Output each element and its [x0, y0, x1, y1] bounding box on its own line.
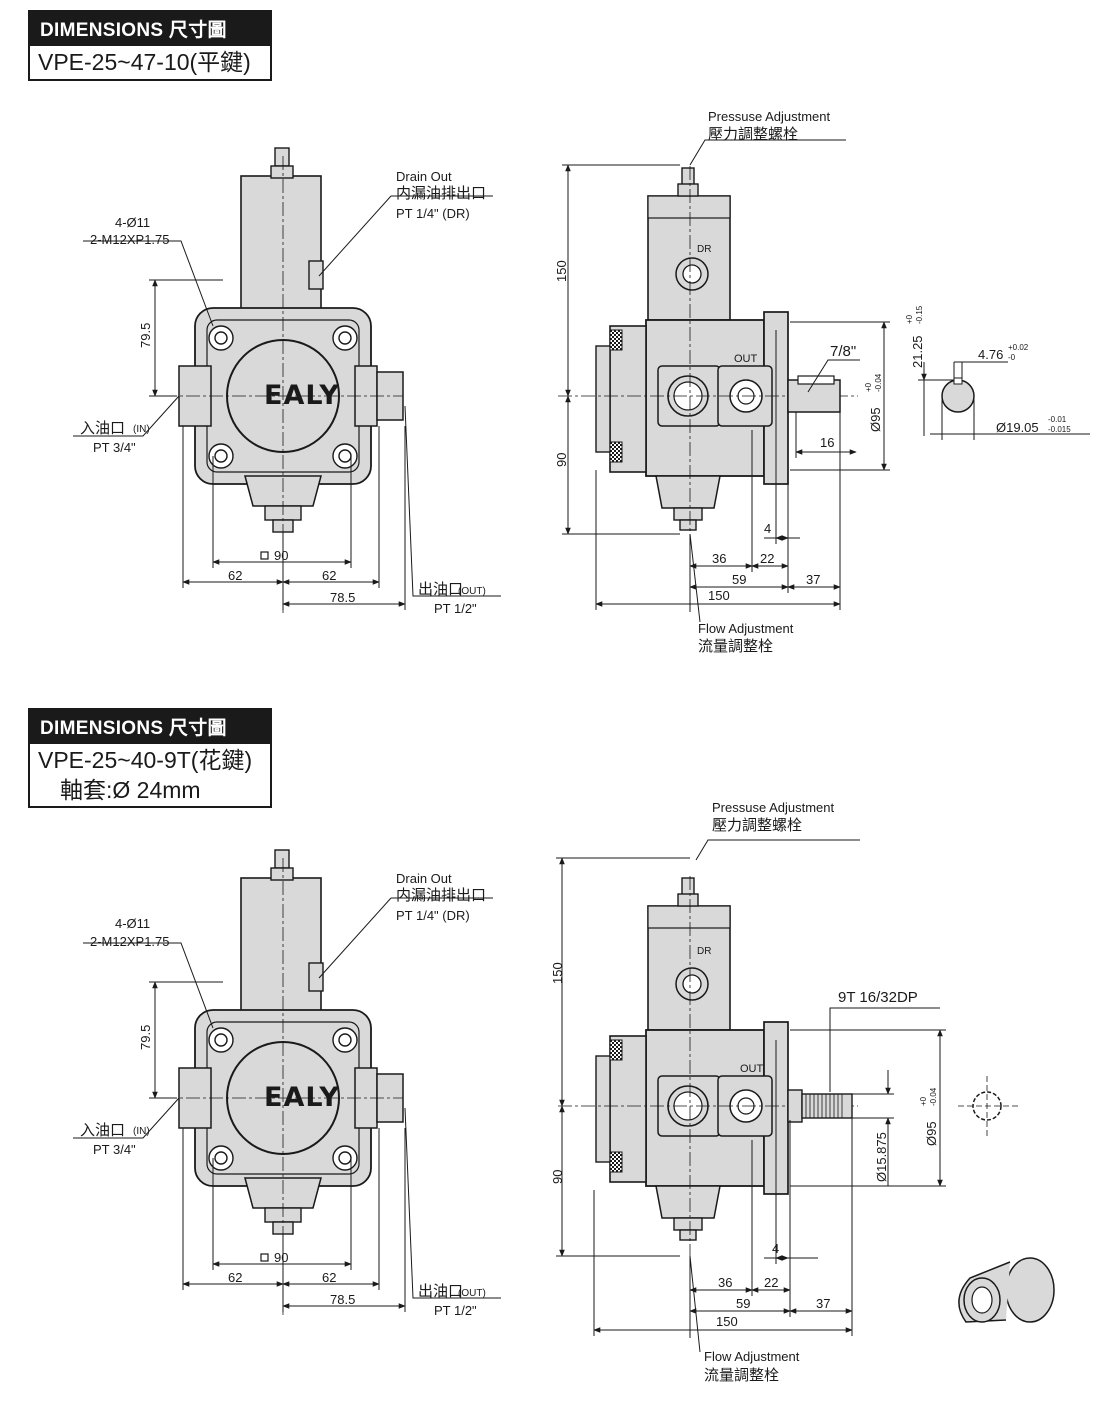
model-title: VPE-25~40-9T(花鍵): [38, 747, 253, 773]
dim-62-right: 62: [322, 1270, 336, 1285]
outlet-code: (OUT): [458, 1288, 486, 1299]
model-title: VPE-25~47-10(平鍵): [38, 49, 251, 75]
mount-thread: 2-M12XP1.75: [90, 934, 170, 949]
drain-label: Drain Out: [396, 169, 452, 184]
dim-phi95: Ø95: [924, 1121, 939, 1146]
dim-16: 16: [820, 435, 834, 450]
drain-thread: PT 1/4" (DR): [396, 206, 470, 221]
phi95-tol-dn: -0.04: [874, 373, 883, 392]
dim-78-5: 78.5: [330, 1292, 355, 1307]
key-size: 7/8": [830, 343, 856, 360]
phi95-tol-up: +0: [864, 382, 873, 392]
phi95-tol-dn: -0.04: [929, 1087, 938, 1106]
inlet-thread: PT 3/4": [93, 440, 136, 455]
outlet-label: 出油口: [418, 1283, 463, 1300]
dim-78-5: 78.5: [330, 590, 355, 605]
pressure-label-cn: 壓力調整螺栓: [712, 817, 802, 834]
dim-sq-90: 90: [274, 1250, 288, 1265]
dr-port-label: DR: [697, 946, 711, 957]
pressure-label: Pressuse Adjustment: [712, 800, 835, 815]
pressure-label: Pressuse Adjustment: [708, 109, 831, 124]
key-detail: [918, 361, 1090, 440]
flow-label: Flow Adjustment: [704, 1349, 800, 1364]
header-band: DIMENSIONS 尺寸圖: [30, 710, 270, 744]
square-symbol: [260, 551, 269, 560]
dim-19-05: Ø19.05: [996, 420, 1039, 435]
dim-sq-90: 90: [274, 548, 288, 563]
brand-logo: EALY: [264, 380, 340, 411]
mount-holes: 4-Ø11: [115, 916, 150, 931]
phi95-tol-up: +0: [919, 1096, 928, 1106]
section-2-header: DIMENSIONS 尺寸圖 VPE-25~40-9T(花鍵) 軸套:Ø 24m…: [28, 708, 272, 808]
dim-62-left: 62: [228, 1270, 242, 1285]
pressure-label-cn: 壓力調整螺栓: [708, 126, 798, 143]
spline-spec: 9T 16/32DP: [838, 989, 918, 1006]
side-view-2: [556, 839, 946, 1353]
flow-label-cn: 流量調整栓: [704, 1367, 779, 1384]
dim-21-25: 21.25: [910, 335, 925, 368]
drain-thread: PT 1/4" (DR): [396, 908, 470, 923]
drain-label: Drain Out: [396, 871, 452, 886]
mount-holes: 4-Ø11: [115, 215, 150, 230]
side-view-1: [557, 139, 890, 623]
tol-21-up: +0: [905, 314, 914, 324]
drain-label-cn: 内漏油排出口: [396, 887, 486, 904]
outlet-thread: PT 1/2": [434, 601, 477, 616]
square-symbol: [260, 1253, 269, 1262]
outlet-code: (OUT): [458, 586, 486, 597]
inlet-label: 入油口: [80, 420, 125, 437]
dim-59: 59: [736, 1296, 750, 1311]
drain-label-cn: 内漏油排出口: [396, 185, 486, 202]
dim-36: 36: [712, 551, 726, 566]
mount-thread: 2-M12XP1.75: [90, 232, 170, 247]
header-band: DIMENSIONS 尺寸圖: [30, 12, 270, 46]
flow-label-cn: 流量調整栓: [698, 638, 773, 655]
dim-36: 36: [718, 1275, 732, 1290]
dim-62-right: 62: [322, 568, 336, 583]
section-1-header: DIMENSIONS 尺寸圖 VPE-25~47-10(平鍵): [28, 10, 272, 81]
tol-476-up: +0.02: [1008, 343, 1029, 352]
tol-476-dn: -0: [1008, 353, 1016, 362]
dim-22: 22: [764, 1275, 778, 1290]
brand-logo: EALY: [264, 1082, 340, 1113]
tol-21-dn: -0.15: [915, 305, 924, 324]
dim-4: 4: [772, 1241, 779, 1256]
dim-phi95: Ø95: [868, 407, 883, 432]
dim-150-v: 150: [550, 962, 565, 984]
inlet-code: (IN): [133, 1126, 150, 1137]
inlet-thread: PT 3/4": [93, 1142, 136, 1157]
out-port-label: OUT: [740, 1063, 764, 1075]
dim-62-left: 62: [228, 568, 242, 583]
spline-section-icon: [958, 1076, 1018, 1136]
dim-4: 4: [764, 521, 771, 536]
dim-150-h: 150: [716, 1314, 738, 1329]
inlet-label: 入油口: [80, 1122, 125, 1139]
outlet-label: 出油口: [418, 581, 463, 598]
out-port-label: OUT: [734, 353, 758, 365]
dim-4-76: 4.76: [978, 347, 1003, 362]
dim-150-v: 150: [554, 260, 569, 282]
outlet-thread: PT 1/2": [434, 1303, 477, 1318]
dim-90-v: 90: [554, 453, 569, 467]
dim-phi15: Ø15.875: [874, 1132, 889, 1182]
tol-19-up: -0.01: [1048, 415, 1067, 424]
dim-150-h: 150: [708, 588, 730, 603]
dim-37: 37: [806, 572, 820, 587]
dim-59: 59: [732, 572, 746, 587]
inlet-code: (IN): [133, 424, 150, 435]
dim-37: 37: [816, 1296, 830, 1311]
dr-port-label: DR: [697, 244, 711, 255]
tol-19-dn: -0.015: [1048, 425, 1071, 434]
dim-79-5: 79.5: [138, 323, 153, 348]
dim-90-v: 90: [550, 1170, 565, 1184]
sleeve-spec: 軸套:Ø 24mm: [60, 777, 201, 803]
spline-sleeve-icon: [958, 1257, 1055, 1323]
flow-label: Flow Adjustment: [698, 621, 794, 636]
dim-22: 22: [760, 551, 774, 566]
dim-79-5: 79.5: [138, 1025, 153, 1050]
